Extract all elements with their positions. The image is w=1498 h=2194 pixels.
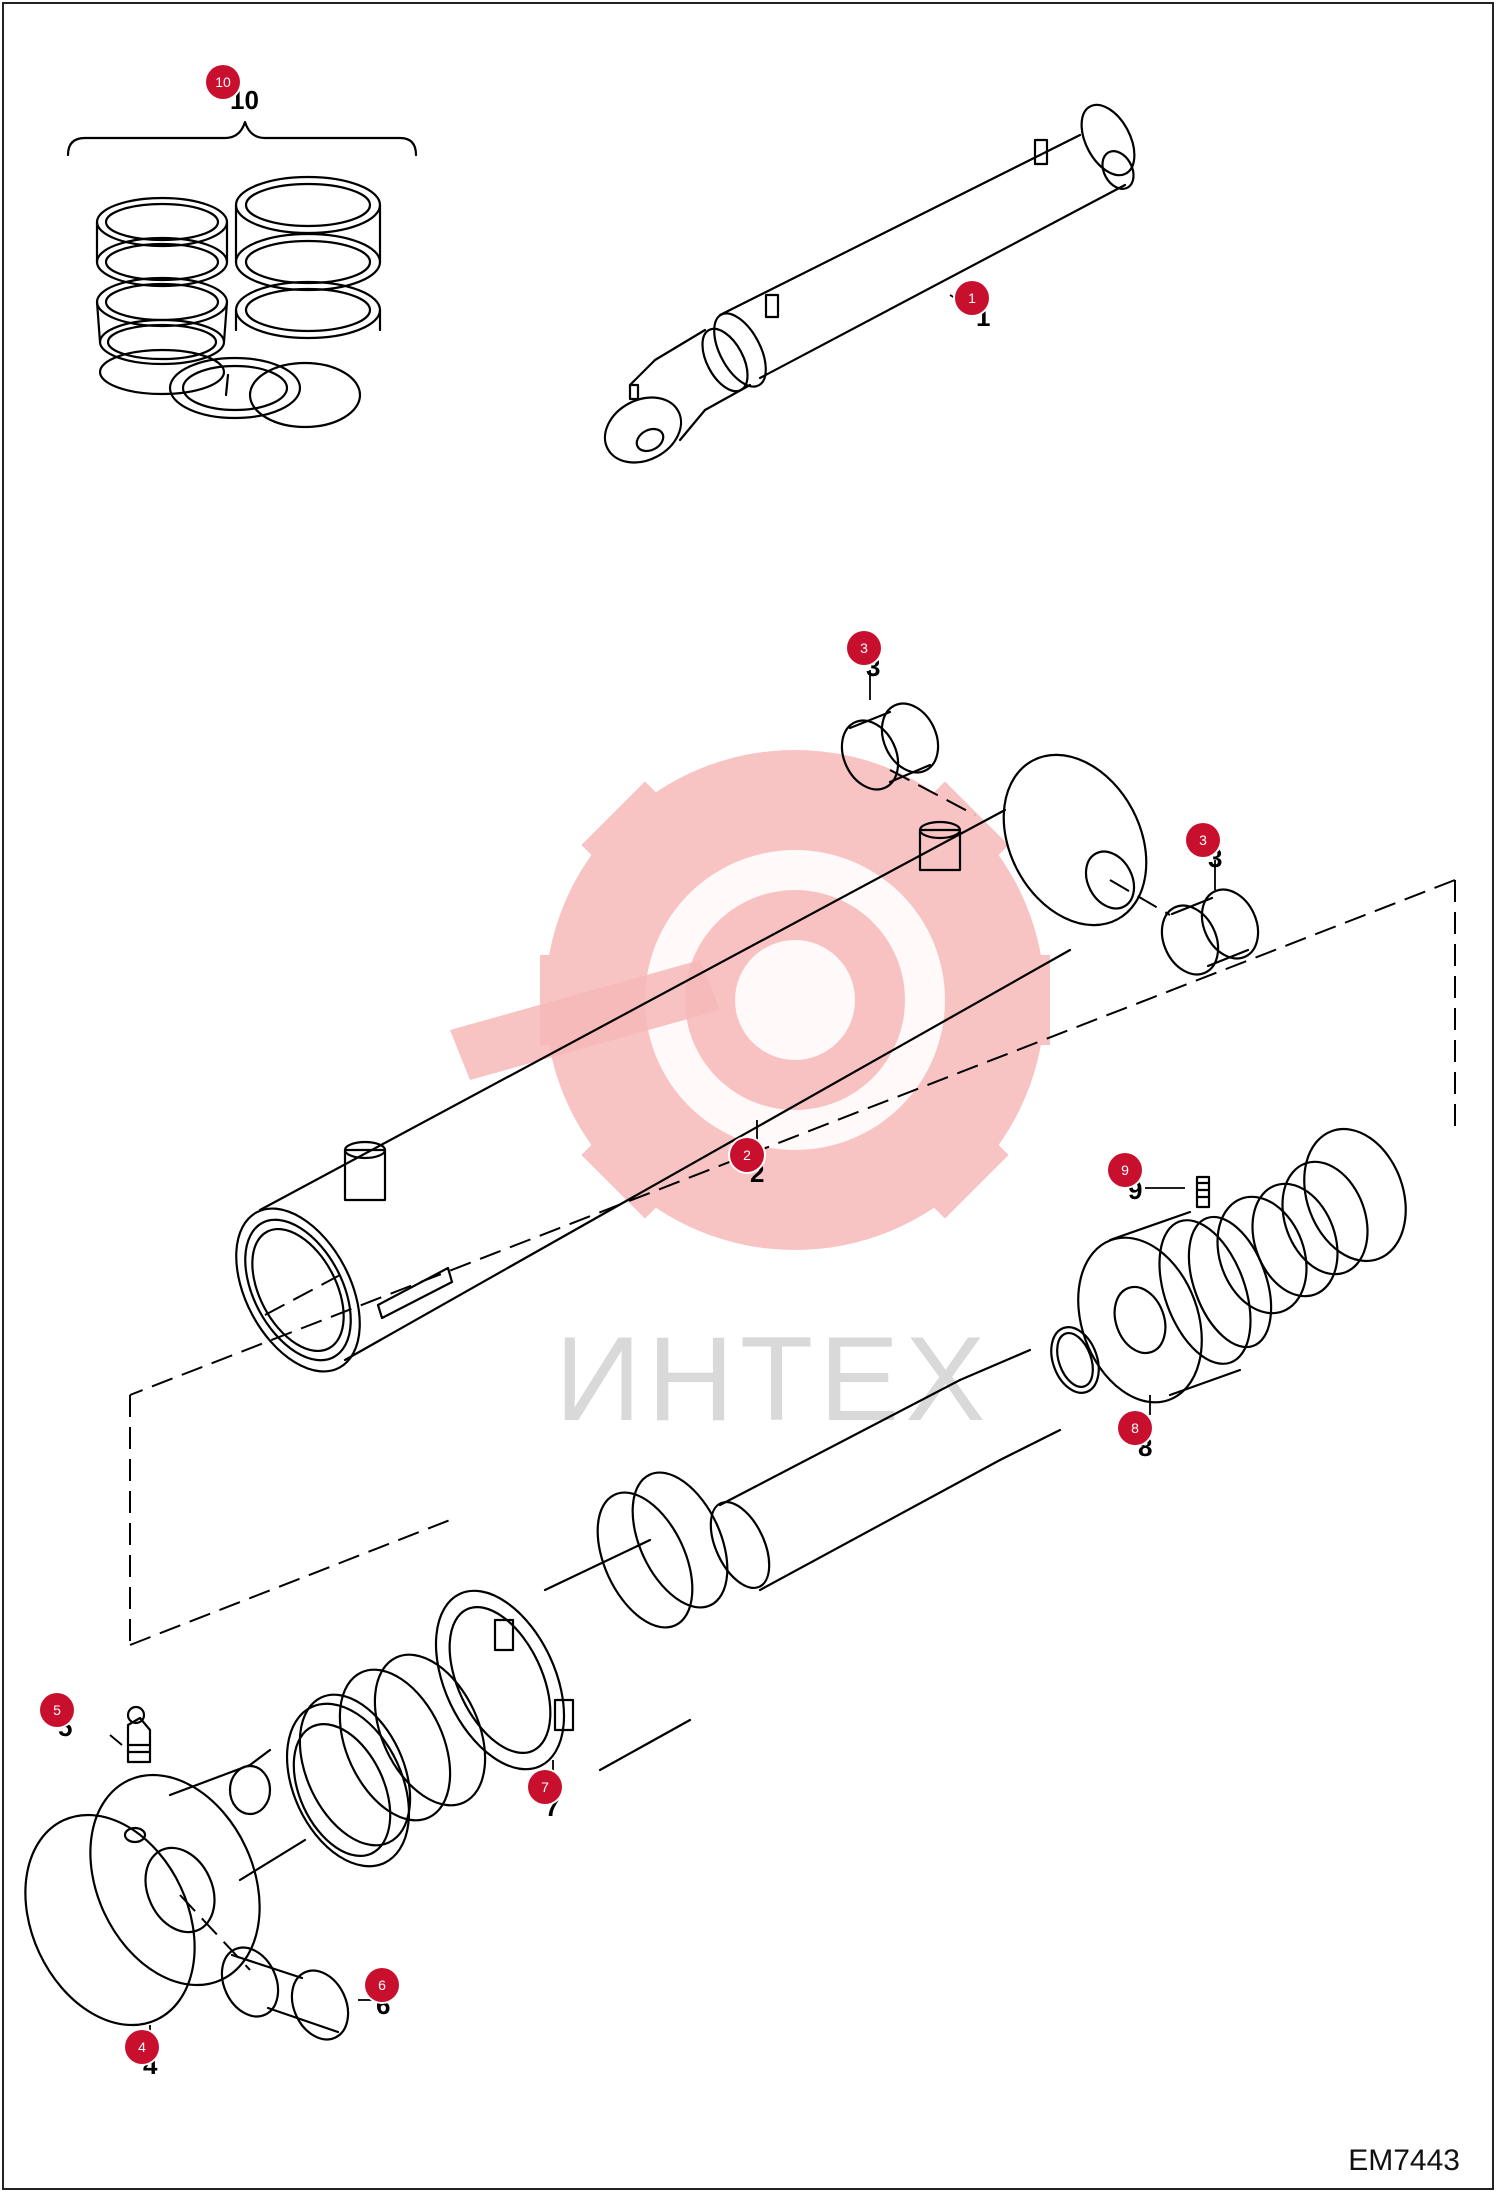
set-screw xyxy=(1195,1175,1211,1209)
grease-fitting xyxy=(126,1705,152,1764)
callout-8[interactable]: 8 xyxy=(1118,1411,1152,1445)
seal-rings-right xyxy=(234,175,382,340)
callout-9[interactable]: 9 xyxy=(1108,1153,1142,1187)
callout-4[interactable]: 4 xyxy=(125,2030,159,2064)
callout-2[interactable]: 2 xyxy=(730,1138,764,1172)
callout-3-right[interactable]: 3 xyxy=(1186,823,1220,857)
gland xyxy=(434,1471,729,1772)
drawing-code: EM7443 xyxy=(1348,2144,1460,2177)
cylinder-barrel xyxy=(235,753,1148,1373)
bushing-top xyxy=(840,702,940,791)
seal-kit-bracket xyxy=(66,120,418,157)
callout-6[interactable]: 6 xyxy=(365,1968,399,2002)
callout-5[interactable]: 5 xyxy=(40,1693,74,1727)
seal-rings-left xyxy=(95,196,229,396)
piston-rings-right xyxy=(1216,1127,1407,1315)
callout-3-top[interactable]: 3 xyxy=(847,631,881,665)
callout-10[interactable]: 10 xyxy=(206,65,240,99)
o-ring xyxy=(1050,1326,1100,1394)
gland-seals xyxy=(285,1653,487,1868)
seal-rings-flat xyxy=(168,356,362,429)
callout-1[interactable]: 1 xyxy=(955,281,989,315)
rod-eye xyxy=(24,1748,307,2027)
rod-eye-bushing xyxy=(220,1946,350,2041)
callout-7[interactable]: 7 xyxy=(528,1770,562,1804)
piston-rod xyxy=(709,1348,1062,1592)
assembled-cylinder xyxy=(603,103,1136,464)
piston xyxy=(1077,1210,1273,1404)
bushing-right xyxy=(1160,888,1260,976)
watermark-text: ИНТЕХ xyxy=(555,1312,992,1446)
